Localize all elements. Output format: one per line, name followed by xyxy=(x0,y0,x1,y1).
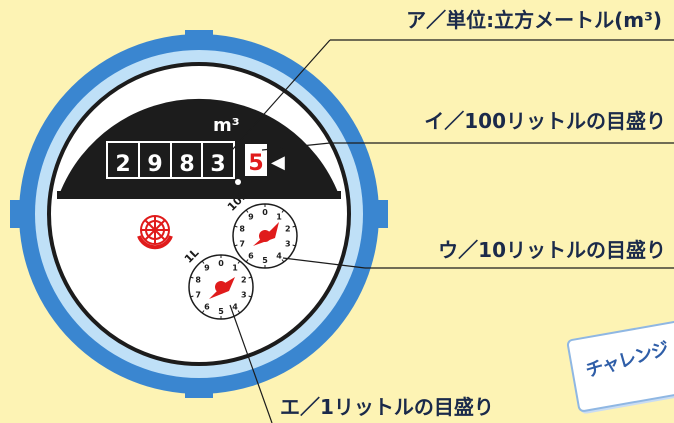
dial-10l-number-8: 8 xyxy=(239,225,245,234)
dial-1l-tick xyxy=(190,295,194,298)
dial-1l-number-4: 4 xyxy=(232,302,238,311)
dial-1l-number-1: 1 xyxy=(232,264,238,273)
challenge-badge-text: チャレンジ xyxy=(583,338,671,382)
dial-10l-number-4: 4 xyxy=(276,251,282,260)
counter-digit-3: 8 xyxy=(179,152,194,177)
red-digit-window xyxy=(245,144,267,176)
dial-10l-number-1: 1 xyxy=(276,213,282,222)
dial-10l-tick xyxy=(281,209,285,213)
dial-1l-tick xyxy=(248,295,252,298)
dial-10l-number-3: 3 xyxy=(285,239,291,248)
dial-1l-number-9: 9 xyxy=(204,264,210,273)
dial-1l-tick xyxy=(248,276,252,279)
dial-1l-number-6: 6 xyxy=(204,302,210,311)
dial-10l-number-0: 0 xyxy=(262,208,268,217)
counter-digit-1: 2 xyxy=(115,152,130,177)
dial-1l-number-5: 5 xyxy=(218,307,224,316)
dial-1l-tick xyxy=(190,276,194,279)
meter-body xyxy=(10,30,388,398)
unit-label: m³ xyxy=(213,115,240,136)
dial-10l-tick xyxy=(292,244,296,247)
dial-1l-number-7: 7 xyxy=(195,290,201,299)
callout-a-unit: ア／単位:立方メートル(m³) xyxy=(406,8,662,32)
dial-1l-number-2: 2 xyxy=(241,276,247,285)
counter: m³ 2 9 8 3 5 ◀ xyxy=(106,115,285,185)
callout-u-leader xyxy=(282,257,366,269)
callout-u-10l: ウ／10リットルの目盛り xyxy=(438,238,666,262)
dial-10l-number-5: 5 xyxy=(262,256,268,265)
callout-e-1l: エ／1リットルの目盛り xyxy=(280,395,494,419)
leak-indicator xyxy=(137,215,173,250)
callout-e-leader xyxy=(229,304,273,423)
dial-10l-tick xyxy=(234,225,238,228)
dial-10l-number-7: 7 xyxy=(239,239,245,248)
decimal-point xyxy=(235,179,241,185)
dial-10l-number-2: 2 xyxy=(285,225,291,234)
counter-red-digit: 5 xyxy=(248,151,263,176)
dial-1l-number-3: 3 xyxy=(241,290,247,299)
counter-digit-2: 9 xyxy=(147,152,162,177)
dial-1l-tick xyxy=(201,260,205,264)
dial-1l-number-0: 0 xyxy=(218,259,224,268)
dial-1l-number-8: 8 xyxy=(195,276,201,285)
dial-10l-tick xyxy=(245,209,249,213)
dial-10l-tick xyxy=(281,259,285,263)
dial-1l-tick xyxy=(237,260,241,264)
dial-10l-number-9: 9 xyxy=(248,213,254,222)
dial-10l-number-6: 6 xyxy=(248,251,254,260)
callout-a-leader xyxy=(224,39,331,159)
dial-1l-tick xyxy=(201,310,205,314)
dial-10l-tick xyxy=(234,244,238,247)
callout-i-leader xyxy=(261,142,331,151)
pointer-triangle-icon: ◀ xyxy=(271,152,285,173)
counter-digit-4: 3 xyxy=(210,152,225,177)
callout-i-100l: イ／100リットルの目盛り xyxy=(424,109,666,133)
dial-1l-tick xyxy=(237,310,241,314)
dial-10l-tick xyxy=(245,259,249,263)
dial-10l-tick xyxy=(292,225,296,228)
